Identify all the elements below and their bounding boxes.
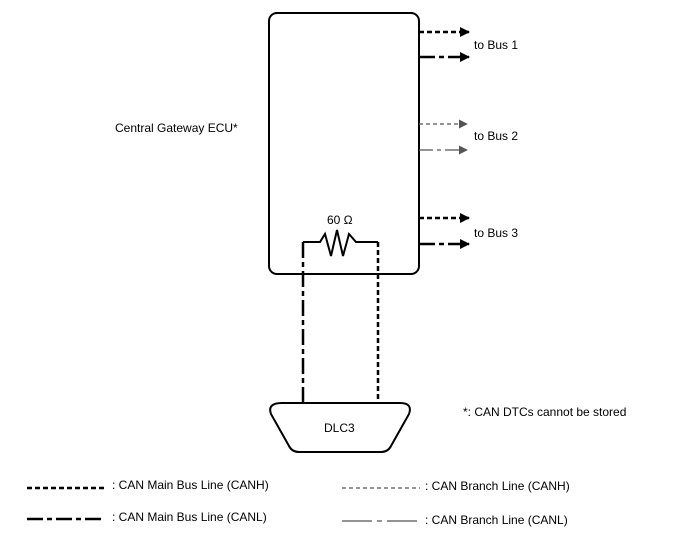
dlc3-label: DLC3: [324, 421, 355, 435]
legend-branch-canl-label: : CAN Branch Line (CANL): [425, 513, 568, 527]
bus2-label: to Bus 2: [474, 129, 518, 143]
resistor-label: 60 Ω: [327, 213, 353, 227]
central-gateway-ecu-label: Central Gateway ECU*: [115, 121, 238, 135]
dlc3-connector: [269, 402, 411, 453]
legend-main-canh-label: : CAN Main Bus Line (CANH): [112, 478, 269, 492]
note-text: *: CAN DTCs cannot be stored: [463, 405, 626, 419]
central-gateway-ecu-box: [268, 12, 420, 275]
legend-main-canl-label: : CAN Main Bus Line (CANL): [112, 510, 267, 524]
resistor-symbol: [303, 229, 378, 257]
bus1-label: to Bus 1: [474, 38, 518, 52]
bus3-label: to Bus 3: [474, 226, 518, 240]
legend-branch-canh-label: : CAN Branch Line (CANH): [425, 479, 570, 493]
